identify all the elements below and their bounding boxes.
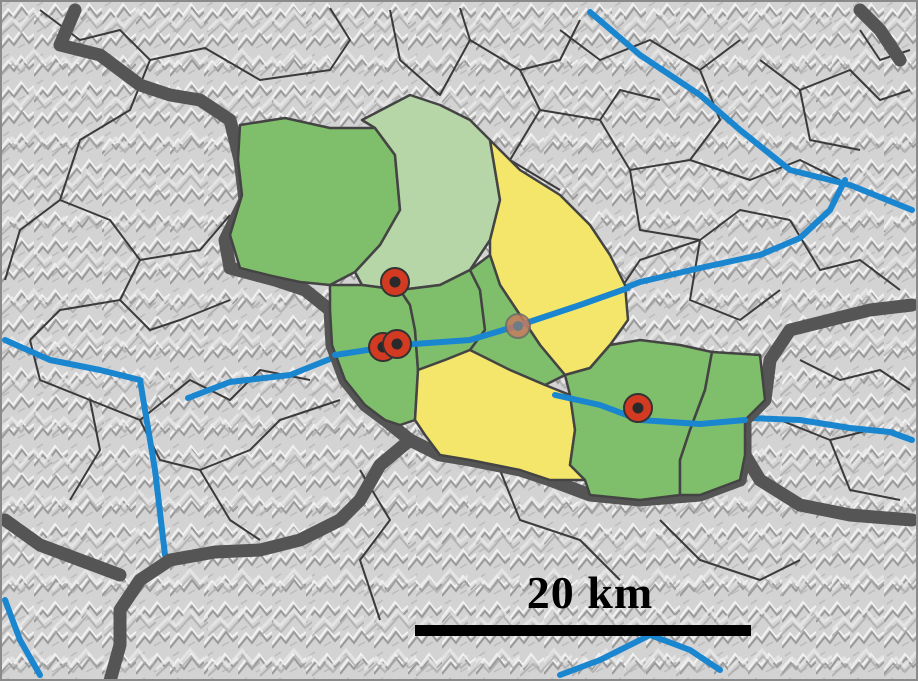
site-marker[interactable] xyxy=(382,329,412,359)
river-southwest xyxy=(2,597,43,678)
scale-bar-label: 20 km xyxy=(526,567,654,618)
river-upper-east xyxy=(587,9,915,213)
site-marker[interactable] xyxy=(623,393,653,423)
river-west xyxy=(2,337,168,558)
district-west-green xyxy=(228,116,402,287)
site-marker[interactable] xyxy=(380,267,410,297)
site-markers xyxy=(368,267,653,423)
scale-bar xyxy=(415,625,751,636)
site-marker-faded[interactable] xyxy=(505,313,531,339)
